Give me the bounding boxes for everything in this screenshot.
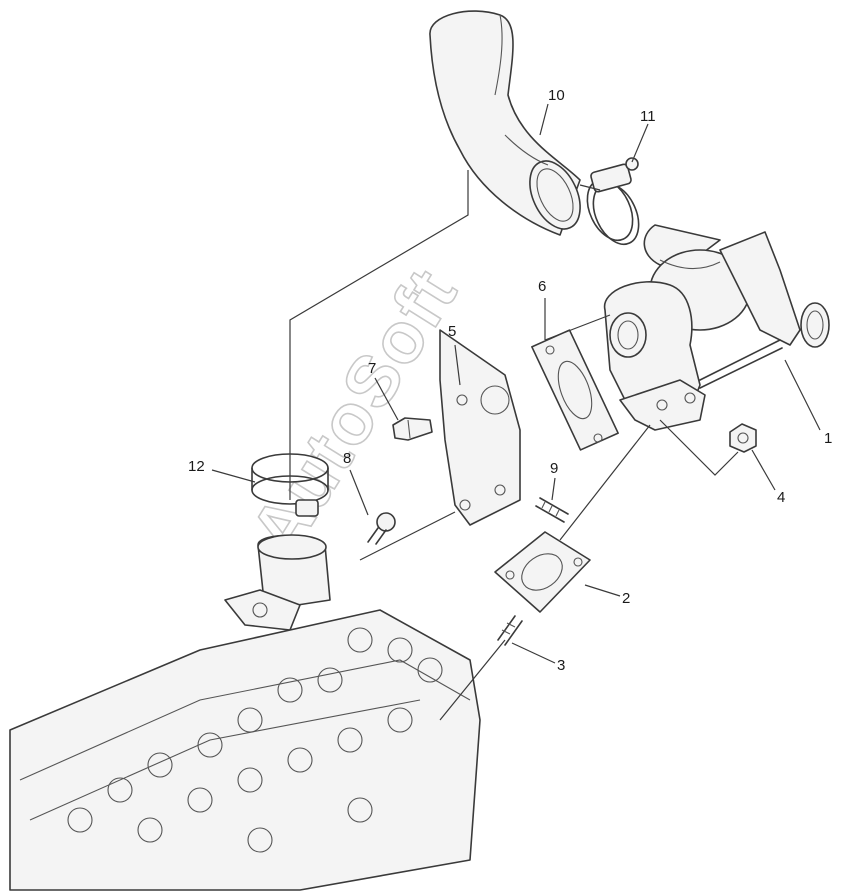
hose-clamp-upper [586, 157, 640, 246]
callout-3: 3 [557, 657, 565, 674]
callout-11: 11 [640, 108, 656, 125]
callout-10: 10 [548, 87, 565, 104]
callout-4: 4 [777, 489, 785, 506]
intake-hose [429, 10, 581, 236]
callout-12: 12 [188, 458, 205, 475]
alignment-lines [289, 170, 739, 721]
callout-9: 9 [550, 460, 558, 477]
callout-2: 2 [622, 590, 630, 607]
stud-manifold [497, 615, 523, 646]
cylinder-head [9, 534, 481, 891]
turbo-gasket [531, 329, 619, 451]
valve-ports [67, 627, 443, 853]
stud-bracket [535, 497, 569, 523]
turbocharger [603, 224, 830, 431]
callout-5: 5 [448, 323, 456, 340]
flange-gasket [494, 531, 591, 613]
callout-7: 7 [368, 360, 376, 377]
bolt [392, 417, 433, 441]
callout-8: 8 [343, 450, 351, 467]
bolt-short [367, 512, 396, 545]
flange-nut [729, 423, 757, 453]
turbo-bracket [439, 329, 521, 526]
callout-1: 1 [824, 430, 832, 447]
callouts: 1 2 3 4 5 6 7 8 9 10 11 12 [188, 87, 832, 674]
callout-leaders [211, 103, 821, 664]
callout-6: 6 [538, 278, 546, 295]
